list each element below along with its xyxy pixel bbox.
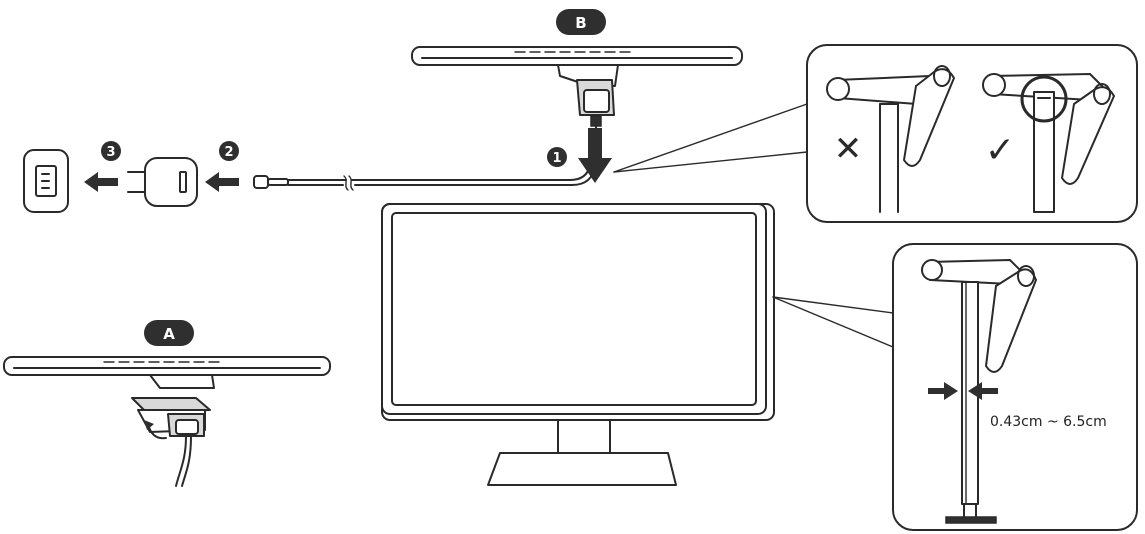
- usb-cable-plug-icon: [253, 175, 289, 189]
- detail-box-correct-placement: ✕ ✓: [806, 44, 1138, 223]
- arrow-left-icon: [968, 382, 998, 400]
- badge-b: B: [556, 9, 606, 35]
- right-mark: ✓: [985, 130, 1015, 171]
- arrow-right-icon: [928, 382, 958, 400]
- wrong-mark: ✕: [834, 129, 863, 169]
- wrong-example: [826, 65, 955, 213]
- detail-box-thickness: 0.43cm ~ 6.5cm: [892, 243, 1138, 531]
- step-1-badge: 1: [547, 147, 567, 167]
- callout-lines-side: [772, 296, 894, 348]
- arrow-left-icon: [84, 172, 118, 192]
- step-3-number: 3: [106, 145, 115, 160]
- badge-a: A: [144, 320, 194, 346]
- step-1-number: 1: [552, 151, 561, 166]
- usb-cable: [287, 164, 596, 191]
- step-2-badge: 2: [219, 141, 239, 161]
- wall-outlet-icon: [23, 149, 69, 213]
- thickness-range-label: 0.43cm ~ 6.5cm: [990, 414, 1107, 430]
- arrow-left-icon: [205, 172, 239, 192]
- callout-lines-top: [613, 103, 808, 173]
- badge-b-label: B: [575, 14, 586, 32]
- usb-power-adapter-icon: [127, 157, 198, 207]
- cross-icon: ✕: [834, 129, 863, 169]
- light-bar-a: [3, 356, 331, 487]
- check-icon: ✓: [985, 130, 1015, 171]
- correct-example: [982, 73, 1115, 213]
- step-3-badge: 3: [101, 141, 121, 161]
- light-bar-b: [411, 46, 743, 131]
- badge-a-label: A: [163, 325, 175, 343]
- step-2-number: 2: [224, 145, 233, 160]
- monitor: [381, 203, 775, 486]
- arrow-down-icon: [578, 128, 612, 183]
